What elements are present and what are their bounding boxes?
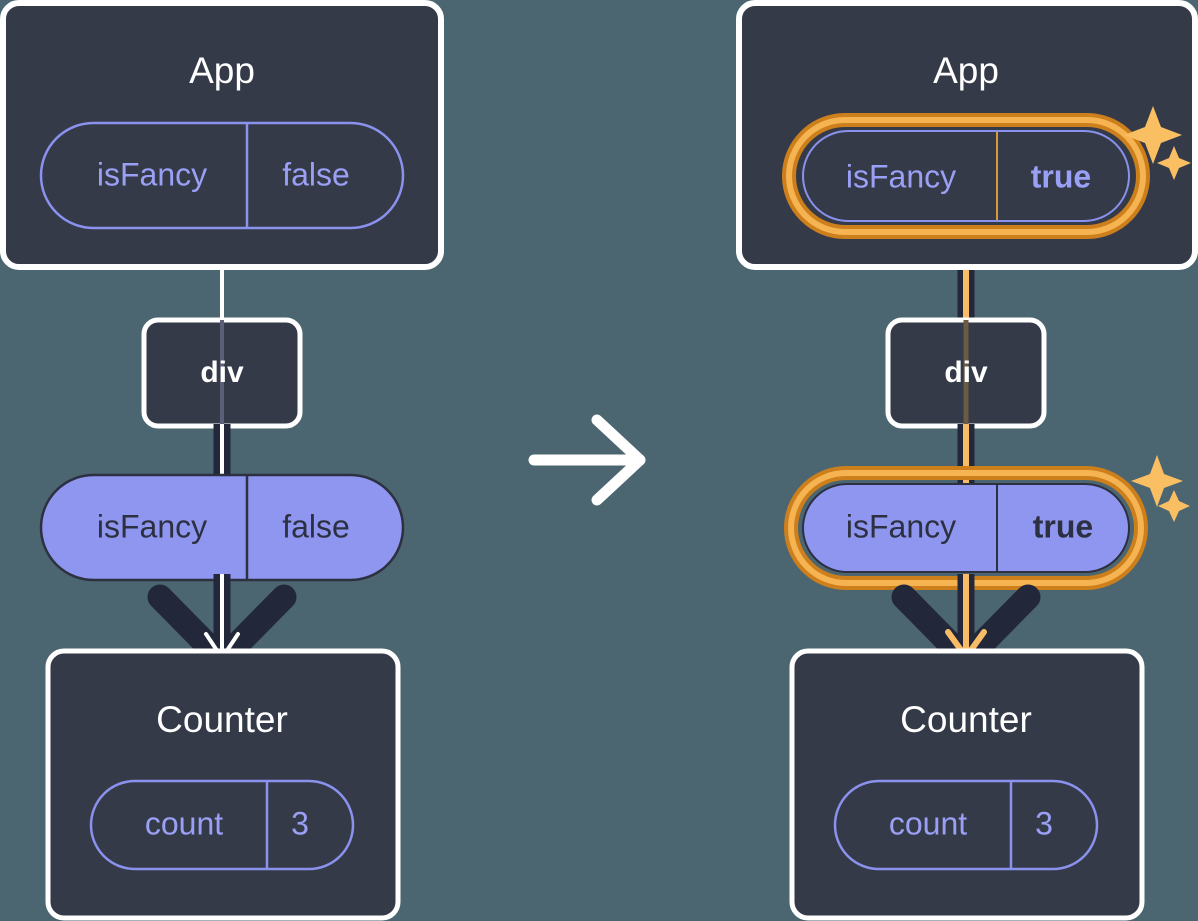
pill-outline-shape: [89, 779, 355, 871]
pill-solid-shape: [802, 483, 1130, 573]
sparkle-icon-prop: [1131, 455, 1190, 522]
app-prop-pill-right: isFancy true: [802, 130, 1130, 222]
app-panel-box: [736, 0, 1198, 270]
app-prop-pill-left: isFancy false: [39, 121, 405, 230]
pill-name: count: [889, 805, 967, 841]
pill-name: count: [145, 805, 223, 841]
pill-value: true: [1033, 508, 1093, 544]
highlight-ring-inner: [786, 117, 1146, 235]
sparkle-small-icon: [1157, 146, 1191, 180]
pill-value: false: [282, 156, 350, 192]
pill-value: 3: [291, 805, 309, 841]
pill-outline-shape: [802, 130, 1130, 222]
transition-arrow-right-icon: [528, 414, 646, 506]
counter-panel-title: Counter: [900, 699, 1032, 740]
counter-panel-title: Counter: [156, 699, 288, 740]
app-prop-highlight-ring: [782, 113, 1150, 239]
panel-after: App isFancy true: [736, 0, 1198, 921]
counter-state-pill-left: count 3: [89, 779, 355, 871]
counter-state-pill-right: count 3: [833, 779, 1099, 871]
node-app-right: App isFancy true: [736, 0, 1198, 270]
sparkle-small-icon: [1158, 490, 1190, 522]
sparkle-icon-app: [1124, 106, 1191, 180]
node-counter-left: Counter count 3: [45, 648, 401, 921]
node-app-left: App isFancy false: [0, 0, 444, 270]
div-panel-title: div: [200, 356, 244, 389]
pill-value: 3: [1035, 805, 1053, 841]
sparkle-large-icon: [1124, 106, 1182, 164]
pill-name: isFancy: [97, 508, 207, 544]
panel-before: App isFancy false div: [0, 0, 444, 921]
pill-name: isFancy: [97, 156, 207, 192]
app-panel-box: [0, 0, 444, 270]
node-div-right: div: [885, 317, 1047, 429]
app-panel-title: App: [933, 50, 999, 91]
node-div-left: div: [141, 317, 303, 429]
pill-name: isFancy: [846, 508, 956, 544]
pill-value: true: [1031, 158, 1091, 194]
counter-panel-box: [45, 648, 401, 921]
pill-value: false: [282, 508, 350, 544]
pill-name: isFancy: [846, 158, 956, 194]
prop-pill-left: isFancy false: [39, 473, 405, 582]
div-panel-title: div: [944, 356, 988, 389]
sparkle-large-icon: [1131, 455, 1183, 507]
pill-outline-shape: [833, 779, 1099, 871]
counter-panel-box: [789, 648, 1145, 921]
prop-pill-right: isFancy true: [802, 483, 1130, 573]
app-panel-title: App: [189, 50, 255, 91]
node-counter-right: Counter count 3: [789, 648, 1145, 921]
pill-outline-shape: [39, 121, 405, 230]
